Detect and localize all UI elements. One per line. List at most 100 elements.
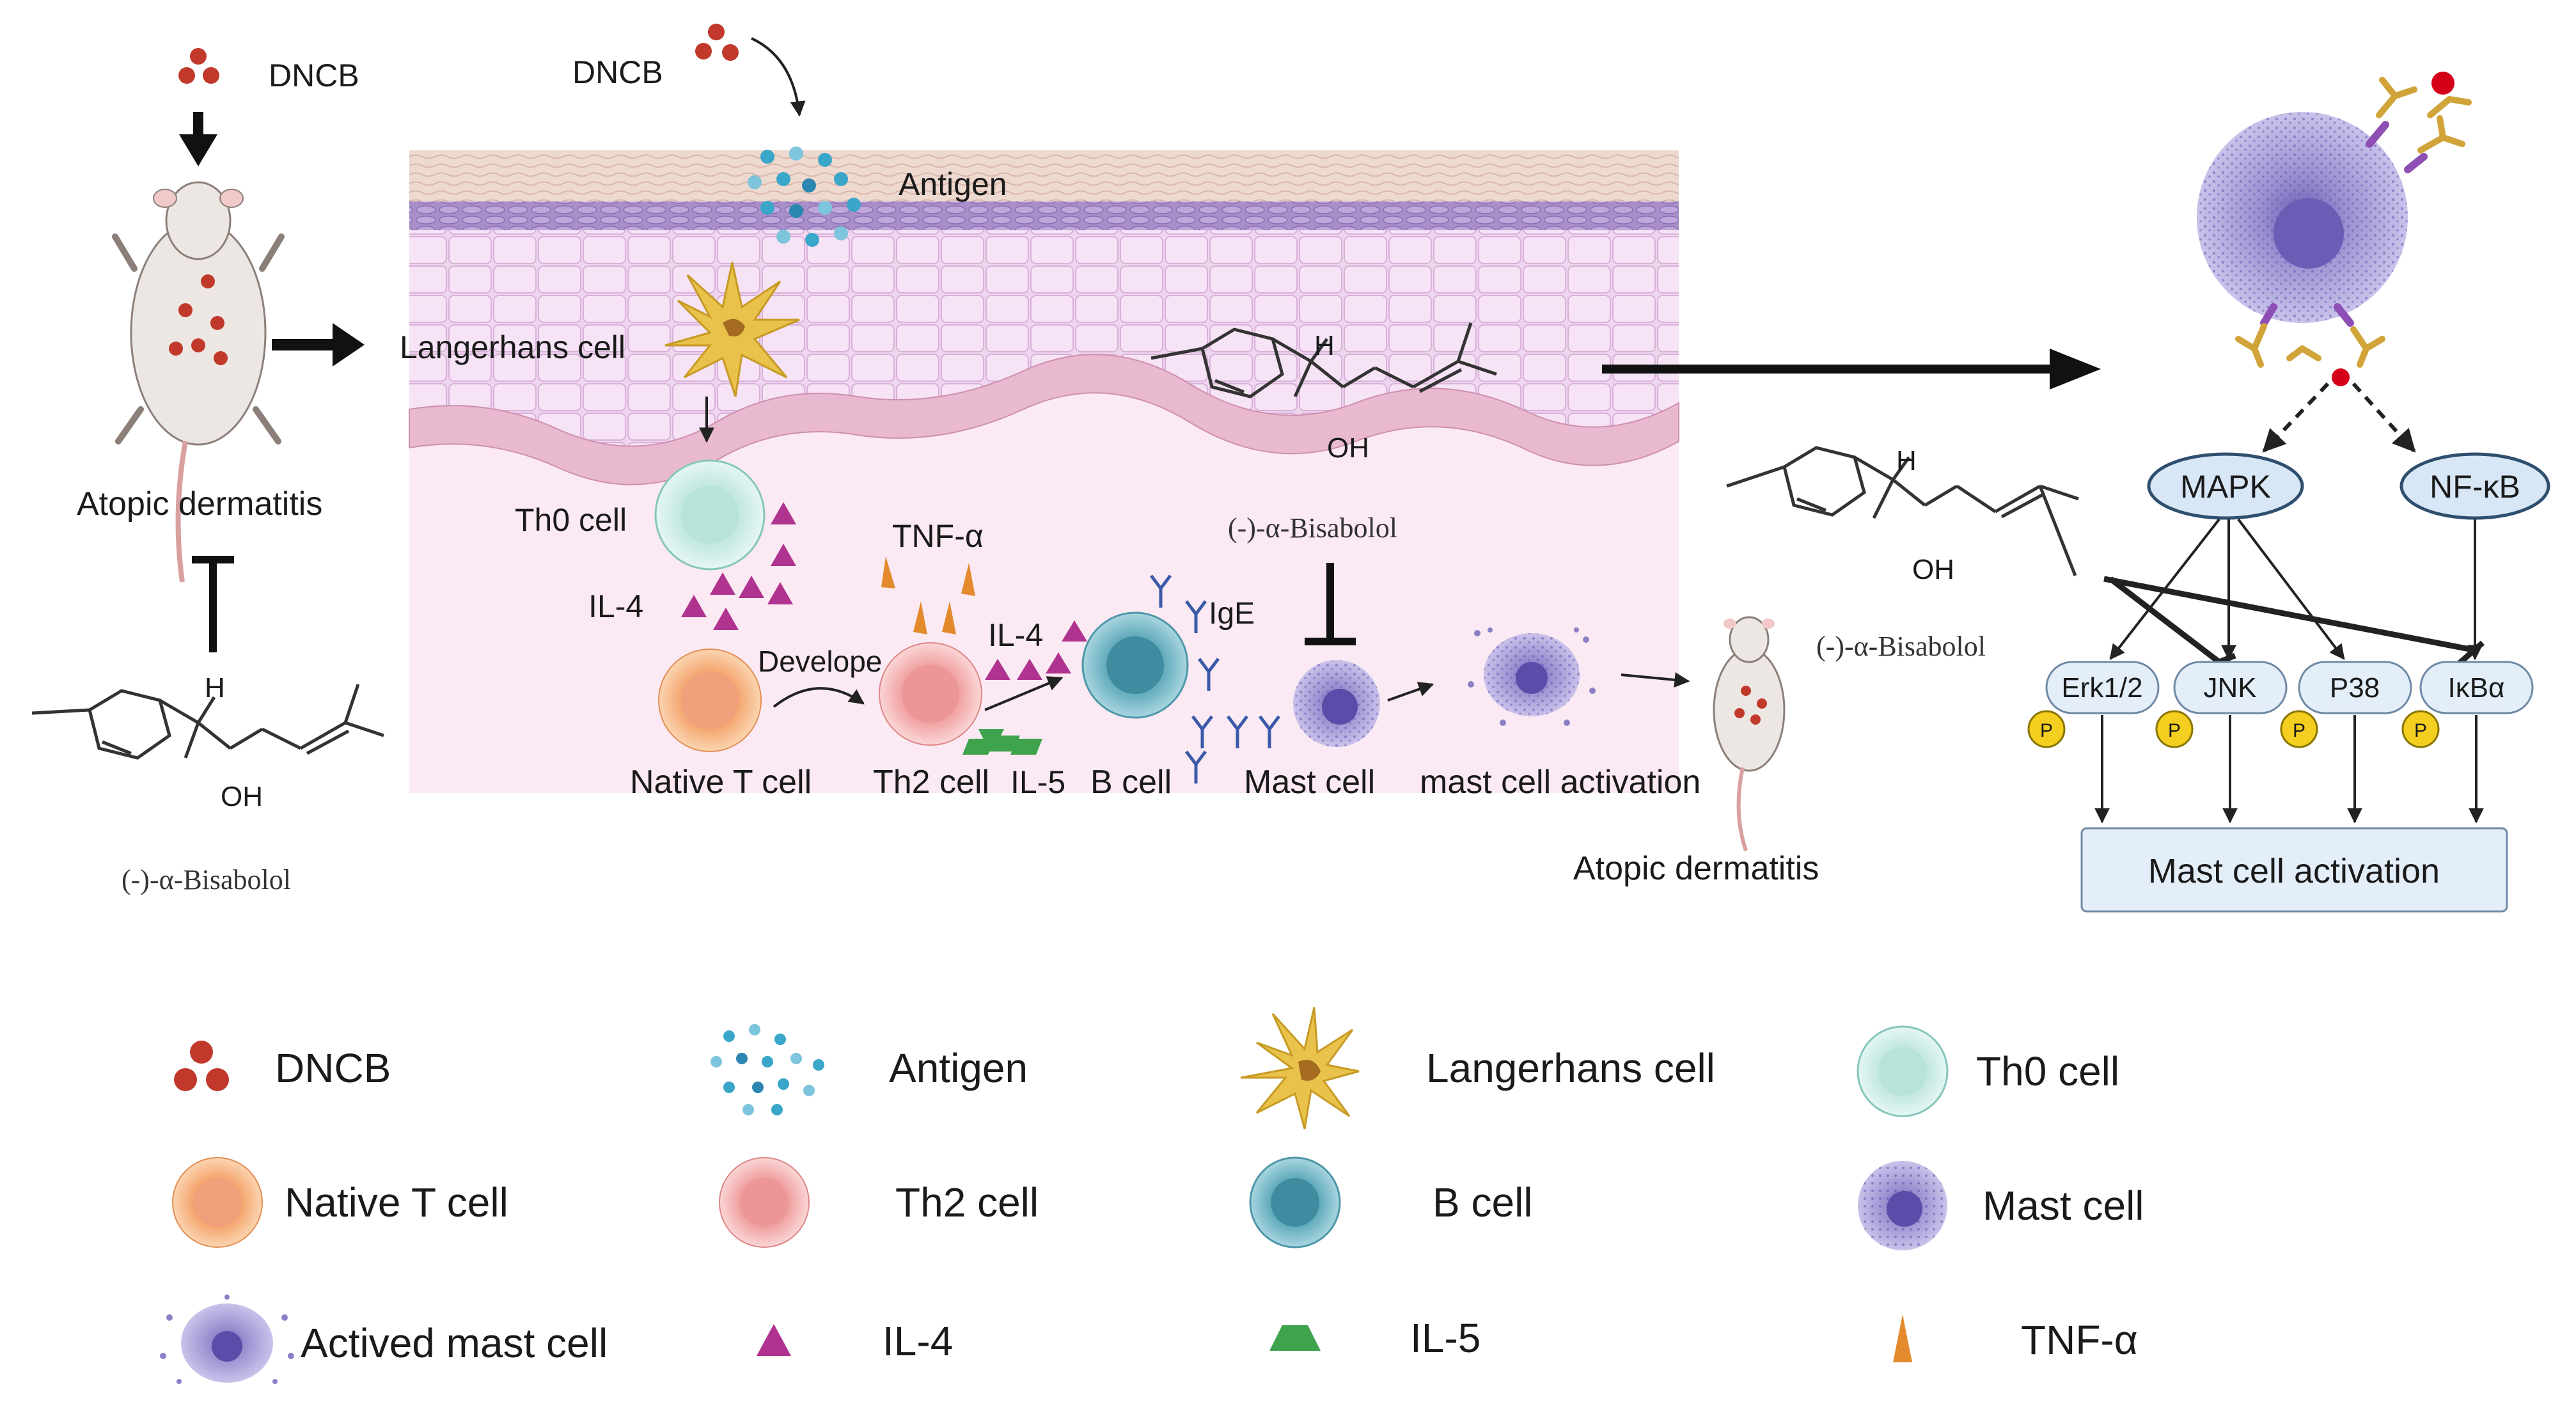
langerhans-label: Langerhans cell xyxy=(400,329,625,365)
p38-node: P38 xyxy=(2298,661,2412,714)
chem-oh-right: OH xyxy=(1912,554,1954,585)
chem-oh-left: OH xyxy=(221,781,263,812)
th0-cell xyxy=(654,459,766,571)
dncb-to-skin-arrow xyxy=(751,37,806,117)
legend-item-mast: Mast cell xyxy=(1855,1158,2144,1254)
il4-label-a: IL-4 xyxy=(588,588,643,624)
phospho-badges xyxy=(2027,710,2440,748)
mouse-icon-left xyxy=(112,181,285,583)
ige-antibodies xyxy=(1150,574,1280,783)
mast-cell-activation-result: Mast cell activation xyxy=(2148,852,2440,890)
right-arrow-to-pathway xyxy=(1602,349,2101,390)
phospho-label-3: P xyxy=(2293,720,2305,741)
dashed-arrow-to-nfkb xyxy=(2352,382,2416,453)
th2-cell xyxy=(879,642,982,746)
legend-item-il5: IL-5 xyxy=(1266,1314,1480,1362)
dncb-label-left: DNCB xyxy=(269,58,359,93)
ikba-label: IκBα xyxy=(2447,672,2504,704)
basal-layer xyxy=(409,354,1679,485)
bisabolol-structure-right xyxy=(1726,446,2079,576)
b-cell-icon xyxy=(1249,1156,1341,1248)
p38-label: P38 xyxy=(2330,672,2380,704)
bisabolol-structure-mid xyxy=(1151,322,1497,398)
il5-shapes xyxy=(962,729,1042,755)
mast-cell-icon xyxy=(1858,1161,1947,1250)
kinase-to-result-arrows xyxy=(2094,715,2484,824)
mast-activation-label: mast cell activation xyxy=(1420,764,1700,801)
legend-label-langerhans: Langerhans cell xyxy=(1426,1045,1715,1091)
legend-item-th0: Th0 cell xyxy=(1855,1023,2119,1119)
legend-label-mast: Mast cell xyxy=(1983,1183,2144,1229)
bisabolol-label-left: (-)-α-Bisabolol xyxy=(122,864,291,895)
ige-label: IgE xyxy=(1209,597,1255,631)
tnf-alpha-icon xyxy=(1893,1314,1912,1362)
activated-to-mouse-arrow xyxy=(1621,672,1690,688)
legend-label-tnf: TNF-α xyxy=(2021,1317,2138,1363)
legend-item-antigen: Antigen xyxy=(703,1017,1028,1119)
jnk-node: JNK xyxy=(2173,661,2288,714)
phospho-label-4: P xyxy=(2414,720,2427,741)
legend-label-activated-mast: Actived mast cell xyxy=(301,1320,608,1366)
bisabolol-label-right: (-)-α-Bisabolol xyxy=(1816,631,1986,662)
legend-item-b-cell: B cell xyxy=(1247,1154,1533,1250)
legend-item-activated-mast: Actived mast cell xyxy=(153,1292,608,1394)
mast-to-activated-arrow xyxy=(1387,681,1434,702)
antigen-dots xyxy=(748,146,861,247)
activated-mast-cell-icon xyxy=(160,1295,294,1384)
th0-label: Th0 cell xyxy=(515,502,627,538)
legend-item-langerhans: Langerhans cell xyxy=(1234,1004,1715,1132)
il4-label-b: IL-4 xyxy=(988,617,1043,653)
stratum-granulosum xyxy=(409,201,1679,230)
activated-mast-cell xyxy=(1468,627,1596,726)
stratum-corneum xyxy=(409,150,1679,201)
erk-node: Erk1/2 xyxy=(2045,661,2160,714)
mapk-node: MAPK xyxy=(2147,452,2304,520)
phospho-label-1: P xyxy=(2040,720,2053,741)
ikba-node: IκBα xyxy=(2419,661,2534,714)
legend-item-il4: IL-4 xyxy=(751,1318,953,1365)
dncb-icon-mid xyxy=(695,24,739,61)
tnf-label: TNF-α xyxy=(892,518,984,554)
bisabolol-label-mid: (-)-α-Bisabolol xyxy=(1228,512,1397,544)
legend-label-th2: Th2 cell xyxy=(895,1179,1039,1225)
chem-oh-mid: OH xyxy=(1327,432,1369,464)
erk-label: Erk1/2 xyxy=(2061,672,2142,704)
antigen-label: Antigen xyxy=(899,166,1007,202)
legend-item-tnf: TNF-α xyxy=(1883,1311,2138,1369)
skin-panel xyxy=(409,150,1679,793)
il4-triangles-b xyxy=(985,620,1087,680)
legend-label-dncb: DNCB xyxy=(275,1045,391,1091)
dncb-label-mid: DNCB xyxy=(572,54,663,90)
dashed-arrow-to-mapk xyxy=(2262,382,2330,453)
b-cell-label: B cell xyxy=(1090,764,1172,801)
legend-item-native-t: Native T cell xyxy=(169,1154,508,1250)
nfkb-label: NF-κB xyxy=(2430,469,2520,505)
legend-label-th0: Th0 cell xyxy=(1976,1048,2120,1094)
legend-item-dncb: DNCB xyxy=(166,1036,391,1100)
legend-label-il5: IL-5 xyxy=(1410,1315,1481,1361)
th2-cell-icon xyxy=(719,1157,810,1248)
mast-cell-ige-receptor xyxy=(2197,72,2472,386)
il5-label: IL-5 xyxy=(1010,764,1065,800)
legend-label-antigen: Antigen xyxy=(889,1045,1028,1091)
langerhans-cell xyxy=(664,262,800,397)
il4-icon xyxy=(757,1324,791,1356)
legend-label-b-cell: B cell xyxy=(1433,1179,1533,1225)
legend-label-native-t: Native T cell xyxy=(285,1179,508,1225)
jnk-label: JNK xyxy=(2203,672,2256,704)
native-t-cell-icon xyxy=(172,1157,263,1248)
langerhans-cell-icon xyxy=(1240,1007,1360,1130)
nfkb-node: NF-κB xyxy=(2399,452,2550,520)
il5-icon xyxy=(1269,1325,1321,1351)
chem-h-left: H xyxy=(205,672,225,704)
chem-h-right: H xyxy=(1896,445,1917,476)
develope-label: Develope xyxy=(758,645,882,678)
antigen-icon xyxy=(711,1024,824,1115)
atopic-dermatitis-left-label: Atopic dermatitis xyxy=(77,485,322,523)
down-arrow xyxy=(179,112,217,166)
b-cell xyxy=(1081,611,1189,719)
native-t-cell xyxy=(658,649,762,752)
native-t-label: Native T cell xyxy=(630,764,812,801)
dncb-icon xyxy=(174,1041,229,1091)
